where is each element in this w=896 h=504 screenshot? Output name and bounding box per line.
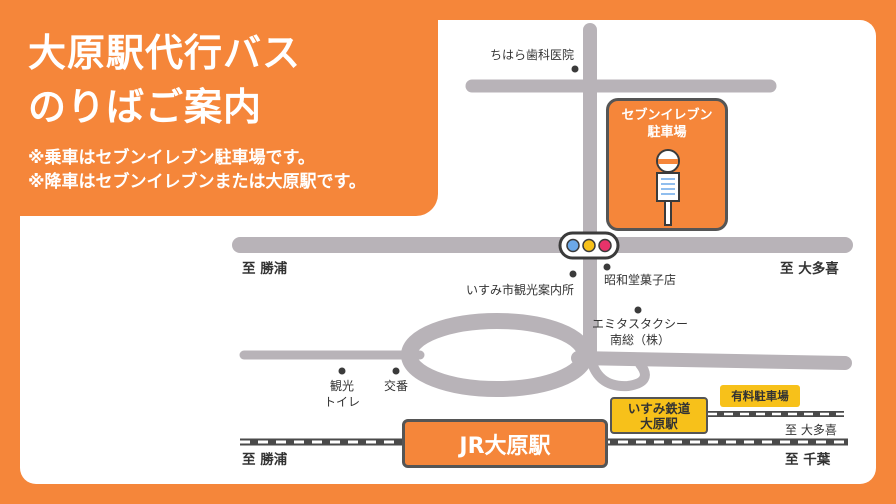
toilet-label-line1: 観光: [329, 379, 355, 393]
paid-parking-label: 有料駐車場: [720, 385, 800, 407]
seven-eleven-parking: セブンイレブン 駐車場: [606, 98, 728, 231]
jr-ohara-station: JR大原駅: [402, 419, 608, 468]
dental-clinic-label: ちはら歯科医院: [490, 48, 575, 62]
isumi-label-line2: 大原駅: [640, 415, 678, 431]
bus-stop-icon: [656, 149, 680, 226]
confectionery-dot: [603, 263, 611, 271]
store-label-line1: セブンイレブン: [621, 108, 713, 123]
confectionery-label: 昭和堂菓子店: [604, 273, 677, 287]
page-title-line2: のりばご案内: [28, 85, 263, 129]
taxi-office-label: エミタスタクシー 南総（株）: [592, 316, 688, 348]
direction-otaki-road: 至 大多喜: [780, 261, 839, 277]
boarding-note: ※乗車はセブンイレブン駐車場です。: [28, 148, 315, 168]
dental-clinic-dot: [571, 65, 579, 73]
direction-otaki-rail: 至 大多喜: [785, 423, 837, 437]
tourist-toilet-label: 観光 トイレ: [324, 378, 360, 410]
road-lower-east: [571, 351, 852, 370]
tourist-info-label: いすみ市観光案内所: [466, 283, 575, 297]
police-box-dot: [392, 367, 400, 375]
header-box: 大原駅代行バス のりばご案内 ※乗車はセブンイレブン駐車場です。 ※降車はセブン…: [0, 0, 438, 216]
direction-katsuura-rail: 至 勝浦: [242, 452, 288, 468]
taxi-label-line1: エミタスタクシー: [591, 317, 689, 331]
traffic-signal-icon: [558, 231, 620, 260]
tourist-info-dot: [569, 270, 577, 278]
alighting-note: ※降車はセブンイレブンまたは大原駅です。: [28, 172, 366, 192]
seven-eleven-label: セブンイレブン 駐車場: [609, 107, 725, 141]
rotary-hook: [585, 350, 650, 392]
isumi-railway-station: いすみ鉄道 大原駅: [610, 397, 708, 434]
direction-chiba-rail: 至 千葉: [785, 452, 831, 468]
station-rotary: [401, 313, 593, 397]
tourist-toilet-dot: [338, 367, 346, 375]
taxi-office-dot: [634, 306, 642, 314]
store-label-line2: 駐車場: [647, 125, 687, 140]
toilet-label-line2: トイレ: [323, 395, 361, 409]
page-title-line1: 大原駅代行バス: [28, 31, 302, 75]
taxi-label-line2: 南総（株）: [609, 333, 671, 347]
police-box-label: 交番: [383, 379, 409, 393]
isumi-label-line1: いすみ鉄道: [627, 400, 691, 416]
direction-katsuura-road: 至 勝浦: [242, 261, 288, 277]
